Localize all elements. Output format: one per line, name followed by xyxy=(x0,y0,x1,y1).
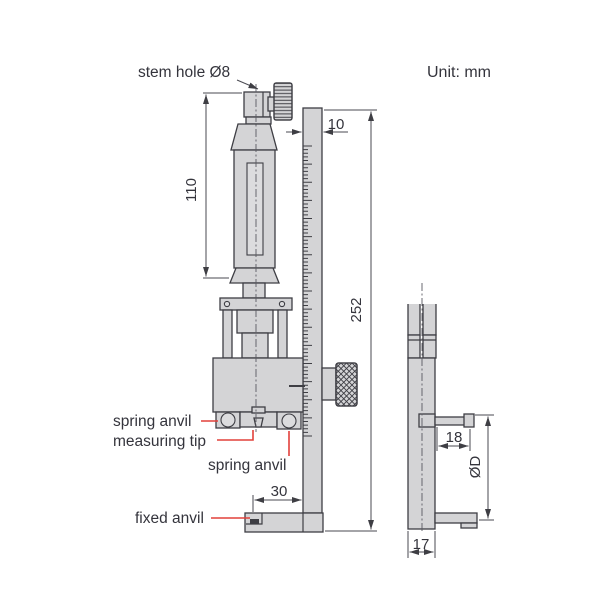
spring-anvil-left-label: spring anvil xyxy=(113,413,191,430)
knob-shaft xyxy=(321,367,337,401)
dim-10-label: 10 xyxy=(328,116,345,133)
front-view xyxy=(212,82,358,533)
side-foot-pad xyxy=(460,522,478,529)
stem-hole-label: stem hole Ø8 xyxy=(138,64,230,81)
side-view xyxy=(407,283,478,531)
spring-anvil-left-ball xyxy=(220,412,236,428)
stem-hole-leader xyxy=(236,79,259,90)
stem xyxy=(243,91,271,118)
measuring-tip-cap xyxy=(251,406,266,414)
spring-anvil-right-ball xyxy=(281,413,297,429)
scale-ticks xyxy=(303,145,312,437)
side-foot xyxy=(434,512,478,524)
dim-30-label: 30 xyxy=(271,483,288,500)
side-clamp-left xyxy=(407,334,421,359)
guide-rod-left xyxy=(222,309,233,359)
thumbwheel xyxy=(273,82,293,121)
spindle-block-upper xyxy=(236,309,274,334)
side-column xyxy=(407,357,436,530)
lower-cone xyxy=(229,267,280,284)
side-arm xyxy=(434,416,467,426)
side-bar-left xyxy=(407,304,421,336)
fixed-anvil-pad xyxy=(250,519,259,524)
scale-beam xyxy=(302,107,323,514)
neck xyxy=(242,282,266,299)
dim-17-label: 17 xyxy=(413,536,430,553)
side-bar-right xyxy=(422,304,437,336)
measuring-tip-point xyxy=(253,417,264,428)
barrel-slot xyxy=(246,162,264,256)
upper-cone xyxy=(230,123,278,151)
spring-anvil-right-label: spring anvil xyxy=(208,457,286,474)
fixed-anvil-label: fixed anvil xyxy=(135,510,204,527)
bracket-screw-left xyxy=(223,300,231,308)
side-clamp-right xyxy=(422,334,437,359)
spindle-block-lower xyxy=(241,332,269,359)
dim-od-label: ØD xyxy=(467,456,484,479)
side-arm-tip xyxy=(463,413,475,428)
stem-flange xyxy=(245,116,272,125)
guide-rod-right xyxy=(277,309,288,359)
bracket-screw-right xyxy=(278,300,286,308)
dim-18-label: 18 xyxy=(446,429,463,446)
dim-252-label: 252 xyxy=(348,297,365,322)
fine-adjust-knob xyxy=(335,362,358,407)
text-layer: stem hole Ø8 Unit: mm 110 10 252 30 18 Ø… xyxy=(113,64,491,553)
measuring-tip-label: measuring tip xyxy=(113,433,206,450)
measuring-tip-leader xyxy=(217,430,254,441)
annotations xyxy=(201,79,494,558)
side-arm-mount xyxy=(418,413,436,428)
dim-110-label: 110 xyxy=(183,178,200,202)
unit-label: Unit: mm xyxy=(427,64,491,81)
